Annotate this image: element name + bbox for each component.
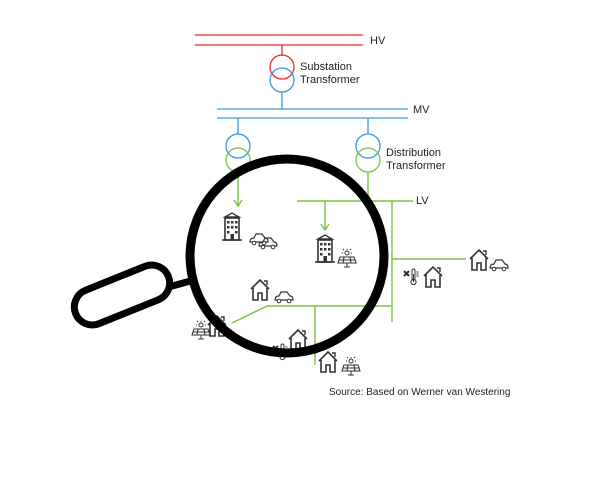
- substation-label-line2: Transformer: [300, 74, 360, 86]
- ev-car-icon: [249, 233, 269, 246]
- apartment-building-icon: [314, 234, 336, 263]
- mv-label: MV: [413, 104, 430, 116]
- house-icon: [318, 351, 338, 373]
- ev-car-icon: [489, 259, 509, 272]
- hv-label: HV: [370, 35, 386, 47]
- heat-pump-icon: [403, 268, 420, 286]
- solar-panel-icon: [341, 356, 361, 376]
- house-icon: [423, 266, 443, 288]
- distribution-label-line1: Distribution: [386, 147, 442, 159]
- magnifying-glass-icon: [70, 154, 389, 358]
- house-icon: [250, 279, 270, 301]
- distribution-transformer-label: Distribution Transformer: [386, 147, 446, 173]
- substation-transformer: [269, 54, 295, 109]
- hv-busbar: [195, 34, 363, 56]
- distribution-label-line2: Transformer: [386, 160, 446, 172]
- apartment-building-icon: [221, 212, 243, 241]
- source-caption: Source: Based on Werner van Westering: [329, 387, 511, 398]
- solar-panel-icon: [337, 248, 357, 268]
- house-icon: [469, 249, 489, 271]
- lv-label: LV: [416, 195, 429, 207]
- substation-transformer-label: Substation Transformer: [300, 61, 360, 87]
- substation-label-line1: Substation: [300, 61, 352, 73]
- ev-car-icon: [274, 291, 294, 304]
- mv-busbar: [217, 108, 408, 134]
- solar-panel-icon: [191, 320, 211, 340]
- distribution-transformer-right: [355, 133, 381, 173]
